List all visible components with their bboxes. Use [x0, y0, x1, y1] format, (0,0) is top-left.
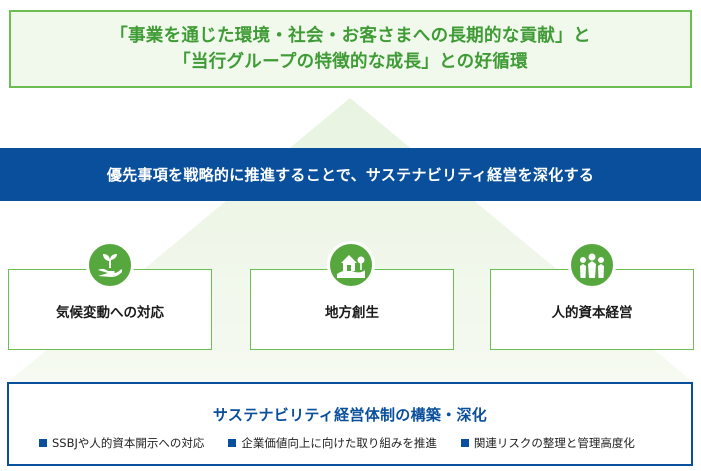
sprout-hand-icon	[86, 241, 134, 289]
foundation-bullet-text: 企業価値向上に向けた取り組みを推進	[241, 436, 437, 450]
square-bullet-icon	[228, 439, 237, 447]
pillar-card-human-capital: 人的資本経営	[490, 269, 694, 350]
people-group-icon	[568, 241, 616, 289]
strategy-banner: 優先事項を戦略的に推進することで、サステナビリティ経営を深化する	[0, 148, 701, 201]
virtuous-cycle-line-2: 「当行グループの特徴的な成長」との好循環	[173, 52, 528, 72]
pillar-label-regional: 地方創生	[325, 305, 379, 321]
foundation-bullet: SSBJや人的資本開示への対応	[39, 435, 204, 451]
foundation-bullet-text: SSBJや人的資本開示への対応	[52, 436, 205, 450]
foundation-bullet: 関連リスクの整理と管理高度化	[460, 435, 635, 451]
foundation-bullet-list: SSBJや人的資本開示への対応 企業価値向上に向けた取り組みを推進 関連リスクの…	[39, 435, 671, 451]
foundation-bullet: 企業価値向上に向けた取り組みを推進	[228, 435, 437, 451]
foundation-title: サステナビリティ経営体制の構築・深化	[212, 406, 488, 424]
virtuous-cycle-box: 「事業を通じた環境・社会・お客さまへの長期的な貢献」と 「当行グループの特徴的な…	[9, 10, 692, 88]
square-bullet-icon	[39, 439, 47, 447]
house-landscape-icon	[327, 241, 375, 289]
pillar-label-human-capital: 人的資本経営	[551, 305, 633, 321]
pillar-label-climate: 気候変動への対応	[56, 305, 164, 321]
foundation-box: サステナビリティ経営体制の構築・深化 SSBJや人的資本開示への対応 企業価値向…	[7, 382, 693, 466]
square-bullet-icon	[460, 439, 469, 447]
foundation-bullet-text: 関連リスクの整理と管理高度化	[473, 436, 635, 450]
strategy-banner-text: 優先事項を戦略的に推進することで、サステナビリティ経営を深化する	[106, 166, 595, 184]
virtuous-cycle-line-1: 「事業を通じた環境・社会・お客さまへの長期的な貢献」と	[110, 26, 591, 46]
